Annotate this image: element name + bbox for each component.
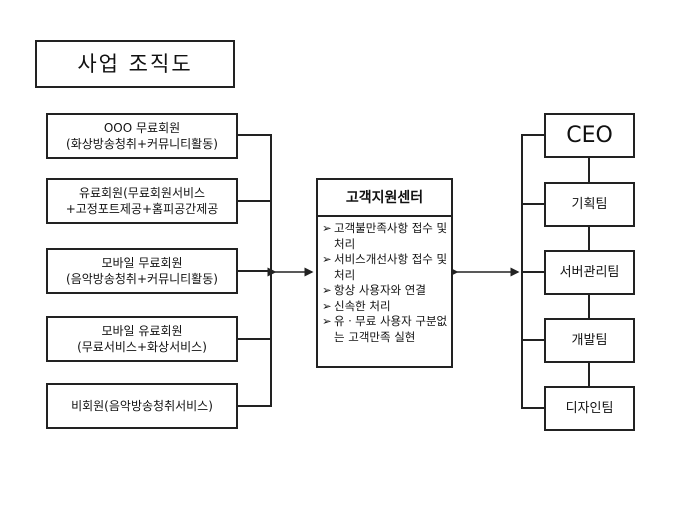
duty-text: 신속한 처리 [334, 298, 391, 313]
duty-item: ➢항상 사용자와 연결 [322, 283, 449, 299]
member-desc: +고정포트제공+홈피공간제공 [65, 202, 219, 216]
member-desc: (화상방송청취+커뮤니티활동) [66, 137, 218, 151]
duty-item: ➢유ㆍ무료 사용자 구분없는 고객만족 실현 [322, 314, 449, 345]
arrow-bullet-icon: ➢ [322, 283, 332, 297]
center-duties: ➢고객불만족사항 접수 및 처리 ➢서비스개선사항 접수 및 처리 ➢항상 사용… [318, 217, 451, 345]
member-label: 비회원(음악방송청취서비스) [71, 399, 213, 413]
member-box-mobile-free: 모바일 무료회원 (음악방송청취+커뮤니티활동) [46, 248, 238, 294]
member-label: 유료회원(무료회원서비스 [78, 186, 206, 200]
member-desc: (음악방송청취+커뮤니티활동) [66, 272, 218, 286]
member-label: 모바일 무료회원 [101, 256, 183, 270]
page-title: 사업 조직도 [35, 40, 235, 88]
org-label: 서버관리팀 [559, 264, 620, 280]
duty-text: 유ㆍ무료 사용자 구분없는 고객만족 실현 [334, 314, 448, 344]
org-label: 디자인팀 [565, 400, 614, 416]
member-label: OOO 무료회원 [103, 121, 181, 135]
member-box-free: OOO 무료회원 (화상방송청취+커뮤니티활동) [46, 113, 238, 159]
member-desc: (무료서비스+화상서비스) [77, 340, 207, 354]
arrow-bullet-icon: ➢ [322, 314, 332, 328]
duty-text: 항상 사용자와 연결 [334, 283, 426, 297]
org-box-design: 디자인팀 [544, 386, 635, 431]
org-label: 기획팀 [571, 196, 608, 212]
member-box-guest: 비회원(음악방송청취서비스) [46, 383, 238, 429]
org-label: CEO [566, 122, 613, 148]
member-box-mobile-paid: 모바일 유료회원 (무료서비스+화상서비스) [46, 316, 238, 362]
duty-text: 고객불만족사항 접수 및 처리 [334, 221, 448, 251]
duty-item: ➢서비스개선사항 접수 및 처리 [322, 252, 449, 283]
title-text: 사업 조직도 [77, 52, 193, 76]
duty-item: ➢신속한 처리 [322, 299, 449, 315]
duty-text: 서비스개선사항 접수 및 처리 [334, 252, 448, 282]
member-label: 모바일 유료회원 [101, 324, 183, 338]
org-box-planning: 기획팀 [544, 182, 635, 227]
org-label: 개발팀 [571, 332, 608, 348]
center-title: 고객지원센터 [318, 180, 451, 217]
org-box-server: 서버관리팀 [544, 250, 635, 295]
arrow-bullet-icon: ➢ [322, 252, 332, 266]
org-box-dev: 개발팀 [544, 318, 635, 363]
customer-support-center: 고객지원센터 ➢고객불만족사항 접수 및 처리 ➢서비스개선사항 접수 및 처리… [316, 178, 453, 368]
arrow-bullet-icon: ➢ [322, 298, 332, 313]
arrow-bullet-icon: ➢ [322, 221, 332, 235]
org-box-ceo: CEO [544, 113, 635, 158]
member-box-paid: 유료회원(무료회원서비스 +고정포트제공+홈피공간제공 [46, 178, 238, 224]
duty-item: ➢고객불만족사항 접수 및 처리 [322, 221, 449, 252]
